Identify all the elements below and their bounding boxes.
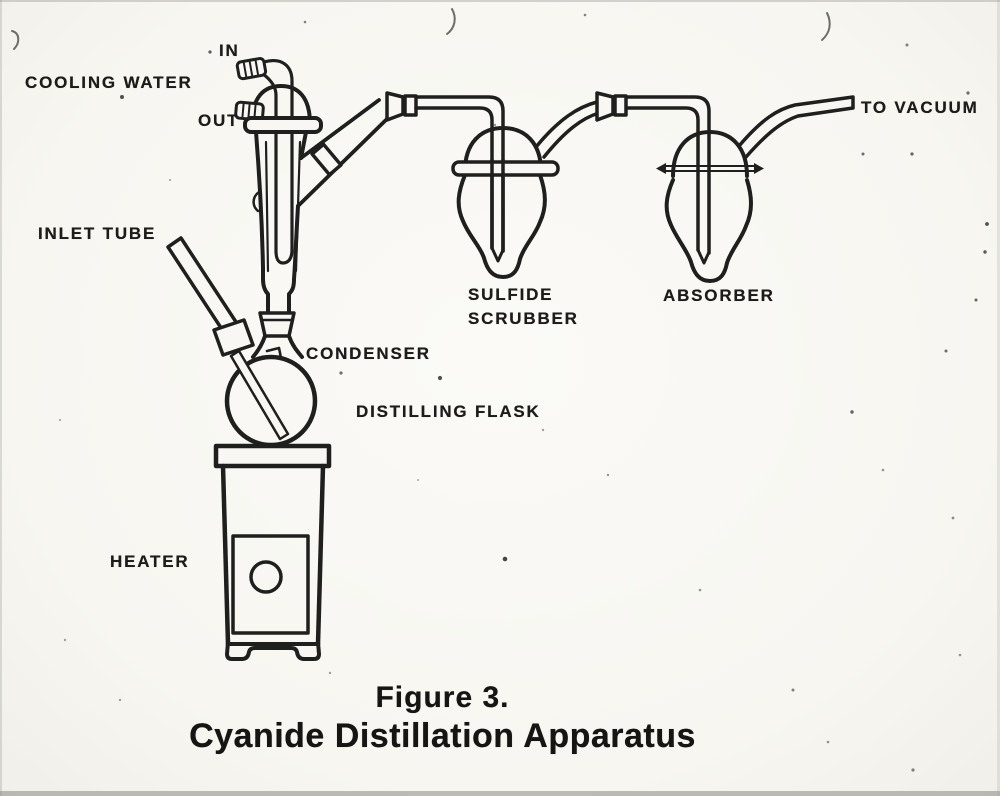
scan-artifacts xyxy=(11,8,831,50)
label-to-vacuum: TO VACUUM xyxy=(861,98,979,117)
distilling-flask-assembly xyxy=(166,236,318,448)
scrubber-body xyxy=(456,173,547,279)
joint-1 xyxy=(385,91,405,122)
label-cooling-water-in: IN xyxy=(219,41,240,60)
joint-2-socket xyxy=(613,94,628,117)
label-heater: HEATER xyxy=(110,552,190,571)
condenser-collar-ring xyxy=(243,116,323,134)
scrubber-dip-tube-over xyxy=(490,158,505,253)
condenser-assembly xyxy=(234,57,392,338)
label-sulfide-scrubber-line2: SCRUBBER xyxy=(468,309,579,328)
scrubber-dome xyxy=(463,126,543,173)
absorber-exit-tube xyxy=(737,95,855,159)
label-inlet-tube: INLET TUBE xyxy=(38,224,157,243)
side-arm-collar xyxy=(310,142,343,177)
condenser-side-nub xyxy=(252,190,261,213)
tube-1-lines xyxy=(414,95,505,253)
transfer-tube-2 xyxy=(595,91,711,265)
inlet-tube-inner xyxy=(229,349,290,441)
water-in-barb xyxy=(235,57,268,81)
absorber-assembly xyxy=(656,95,855,283)
absorber-body xyxy=(664,178,753,283)
heater-feet xyxy=(225,640,321,661)
transfer-tube-1 xyxy=(385,91,505,263)
neck-tick xyxy=(265,346,283,360)
tube-2-lines xyxy=(626,95,711,255)
heater-panel xyxy=(231,534,310,635)
scan-curl-1 xyxy=(11,30,20,50)
joint-1-socket xyxy=(403,94,418,117)
scrubber-exit-tube xyxy=(534,100,601,159)
label-condenser: CONDENSER xyxy=(306,344,431,363)
heater-top-plate xyxy=(213,443,332,469)
condenser-cold-finger xyxy=(261,59,294,265)
condenser-stem-joint xyxy=(258,311,296,338)
label-cooling-water-out: OUT xyxy=(198,111,240,130)
label-cooling-water: COOLING WATER xyxy=(25,73,193,92)
scan-curl-2 xyxy=(446,8,456,35)
label-absorber: ABSORBER xyxy=(663,286,775,305)
heater-assembly xyxy=(213,443,332,661)
tube-2-tip xyxy=(696,248,711,265)
label-distilling-flask: DISTILLING FLASK xyxy=(356,402,541,421)
scan-curl-3 xyxy=(821,12,831,41)
sulfide-scrubber-assembly xyxy=(451,100,601,279)
inlet-tube-outer xyxy=(166,236,240,336)
label-sulfide-scrubber: SULFIDE SCRUBBER xyxy=(468,283,579,331)
heater-knob xyxy=(249,560,283,594)
condenser-body-left xyxy=(254,130,270,316)
absorber-collar-lines xyxy=(663,165,757,172)
absorber-collar-arrow-right xyxy=(754,163,764,174)
joint-2 xyxy=(595,91,615,122)
absorber-collar-arrow-left xyxy=(656,163,666,174)
label-sulfide-scrubber-line1: SULFIDE xyxy=(468,285,554,304)
inlet-tube-joint xyxy=(212,318,255,357)
flask-neck xyxy=(251,334,304,359)
tube-1-tip xyxy=(490,246,505,263)
caption-figure-title: Cyanide Distillation Apparatus xyxy=(189,717,696,755)
caption-figure-number: Figure 3. xyxy=(375,681,510,714)
scan-specks xyxy=(58,13,989,772)
absorber-dome xyxy=(671,130,749,178)
heater-body xyxy=(220,463,326,647)
condenser-side-arm xyxy=(296,98,392,208)
scrubber-collar xyxy=(451,160,560,177)
figure-caption: Figure 3. Cyanide Distillation Apparatus xyxy=(120,681,765,756)
